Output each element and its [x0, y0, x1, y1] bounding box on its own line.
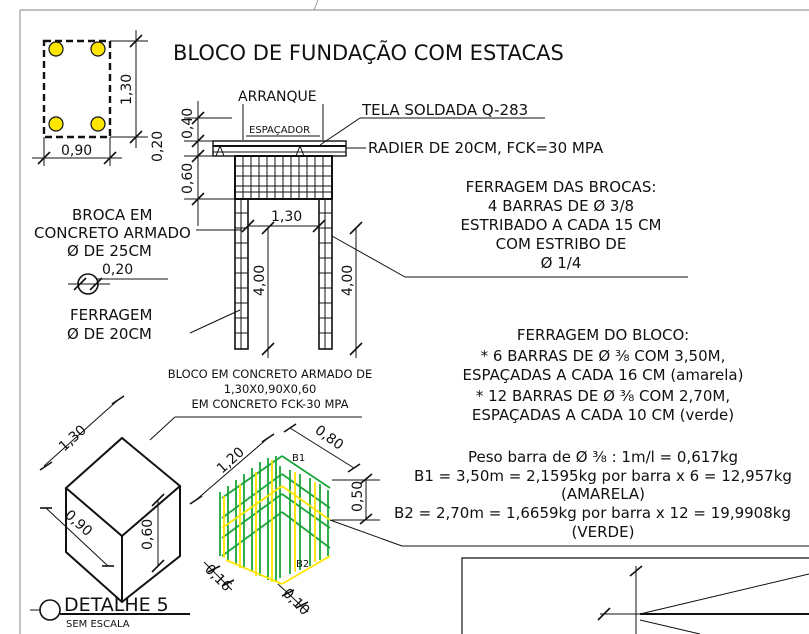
pile-circle — [90, 116, 106, 132]
cage-dim-120: 1,20 — [214, 444, 248, 477]
cage-label-b1: B1 — [292, 453, 305, 464]
ferragem-bloco-line: * 12 BARRAS DE Ø ³⁄₈ COM 2,70M, — [476, 387, 730, 405]
detail-title-block: DETALHE 5 SEM ESCALA — [30, 594, 190, 630]
broca-line-3: Ø DE 25CM — [67, 242, 152, 260]
pile-circle — [90, 41, 106, 57]
label-radier: RADIER DE 20CM, FCK=30 MPA — [368, 139, 604, 157]
detail-subtitle: SEM ESCALA — [66, 619, 130, 630]
bloco-label-line: 1,30X0,90X0,60 — [224, 382, 317, 396]
ferragem-bloco-title: FERRAGEM DO BLOCO: — [517, 326, 689, 344]
ferragem-bloco-note: FERRAGEM DO BLOCO: * 6 BARRAS DE Ø ³⁄₈ C… — [463, 326, 744, 424]
bloco-label: BLOCO EM CONCRETO ARMADO DE 1,30X0,90X0,… — [149, 367, 373, 441]
peso-line: (AMARELA) — [561, 485, 645, 503]
broca-line-1: BROCA EM — [72, 206, 152, 224]
broca-ferragem-2: Ø DE 20CM — [67, 325, 152, 343]
section-dim-130: 1,30 — [271, 209, 302, 225]
peso-line: (VERDE) — [572, 523, 635, 541]
pile-circle — [48, 116, 64, 132]
peso-line: Peso barra de Ø ³⁄₈ : 1m/l = 0,617kg — [468, 448, 738, 466]
section-dim-040: 0,40 — [180, 108, 196, 139]
peso-line: B1 = 3,50m = 2,1595kg por barra x 6 = 12… — [414, 467, 792, 485]
ferragem-brocas-line: FERRAGEM DAS BROCAS: — [466, 178, 657, 196]
iso-block: 1,30 0,90 0,60 — [39, 395, 182, 604]
iso-dim-130: 1,30 — [56, 422, 90, 455]
pile-left — [234, 198, 249, 350]
ferragem-brocas-line: COM ESTRIBO DE — [496, 235, 627, 253]
sheet-frame — [19, 0, 809, 634]
peso-note: Peso barra de Ø ³⁄₈ : 1m/l = 0,617kg B1 … — [394, 448, 792, 541]
broca-note: BROCA EM CONCRETO ARMADO Ø DE 25CM 0,20 … — [34, 206, 191, 343]
cage-dim-050: 0,50 — [350, 481, 366, 512]
pile-right — [318, 198, 333, 350]
broca-line-2: CONCRETO ARMADO — [34, 224, 191, 242]
detail-marker — [39, 599, 61, 621]
ferragem-brocas-note: FERRAGEM DAS BROCAS: 4 BARRAS DE Ø 3/8 E… — [460, 178, 661, 272]
ferragem-brocas-line: 4 BARRAS DE Ø 3/8 — [488, 197, 634, 215]
plan-view: 1,30 0,90 — [32, 30, 148, 166]
label-espacador: ESPAÇADOR — [249, 125, 310, 136]
adjacent-drawing — [461, 557, 809, 634]
label-arranque: ARRANQUE — [238, 89, 317, 105]
bloco-label-line: BLOCO EM CONCRETO ARMADO DE — [168, 367, 373, 381]
drawing-title: BLOCO DE FUNDAÇÃO COM ESTACAS — [173, 39, 564, 65]
section-dim-400-right: 4,00 — [340, 265, 356, 296]
cage-label-b2: B2 — [296, 559, 309, 570]
broca-dim: 0,20 — [102, 262, 133, 278]
section-dim-060: 0,60 — [180, 163, 196, 194]
ferragem-bloco-line: ESPAÇADAS A CADA 16 CM (amarela) — [463, 366, 744, 384]
label-tela: TELA SOLDADA Q-283 — [361, 101, 528, 119]
iso-dim-060: 0,60 — [140, 519, 156, 550]
cage-dim-080: 0,80 — [312, 422, 347, 453]
cage-dim-016: 0,16 — [201, 562, 234, 595]
detail-title: DETALHE 5 — [64, 594, 169, 616]
rebar-cage: B1 B2 1,20 0,80 0,50 0,16 0,10 — [189, 422, 809, 619]
plan-dim-width: 0,90 — [61, 143, 92, 159]
ferragem-bloco-line: ESPAÇADAS A CADA 10 CM (verde) — [472, 406, 734, 424]
bloco-label-line: EM CONCRETO FCK-30 MPA — [192, 397, 349, 411]
pile-circle — [48, 41, 64, 57]
ferragem-bloco-line: * 6 BARRAS DE Ø ³⁄₈ COM 3,50M, — [481, 347, 726, 365]
cage-dim-010: 0,10 — [279, 586, 312, 619]
broca-ferragem-1: FERRAGEM — [70, 306, 152, 324]
ferragem-brocas-line: Ø 1/4 — [541, 254, 582, 272]
ferragem-brocas-line: ESTRIBADO A CADA 15 CM — [460, 216, 661, 234]
peso-line: B2 = 2,70m = 1,6659kg por barra x 12 = 1… — [394, 504, 791, 522]
section-view: ARRANQUE ESPAÇADOR TELA SOLDADA Q-283 RA… — [150, 89, 688, 358]
section-dim-400-left: 4,00 — [252, 265, 268, 296]
plan-dim-height: 1,30 — [119, 74, 135, 105]
section-dim-020: 0,20 — [150, 131, 166, 162]
